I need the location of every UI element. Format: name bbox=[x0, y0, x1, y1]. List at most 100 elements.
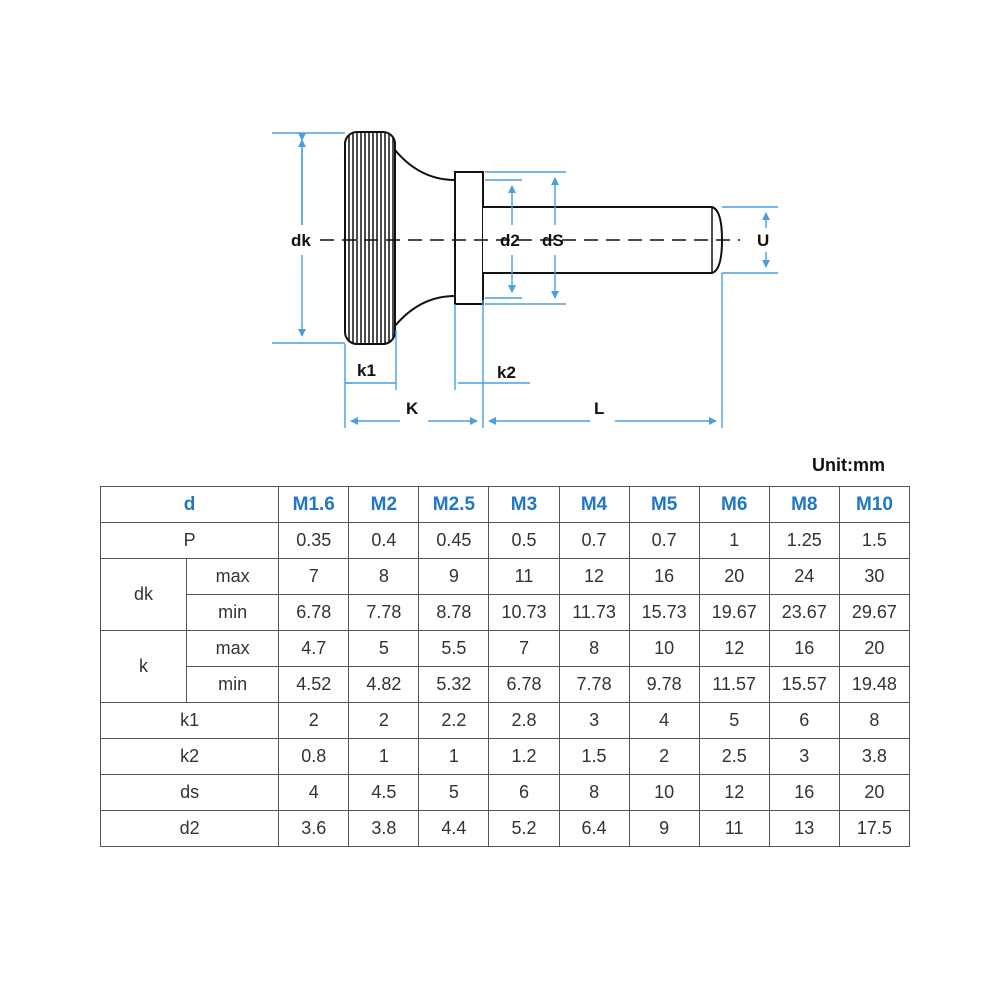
table-cell: 16 bbox=[768, 630, 840, 667]
table-cell: 4 bbox=[278, 774, 350, 811]
table-cell: 30 bbox=[838, 558, 911, 595]
table-cell: 13 bbox=[768, 810, 840, 847]
table-cell: 16 bbox=[768, 774, 840, 811]
table-cell: 5.32 bbox=[418, 666, 490, 703]
row-label: k bbox=[99, 630, 188, 703]
size-header: M3 bbox=[488, 486, 560, 523]
table-cell: 7 bbox=[488, 630, 560, 667]
table-cell: 4.5 bbox=[348, 774, 420, 811]
table-cell: 2.8 bbox=[488, 702, 560, 739]
table-cell: 3 bbox=[768, 738, 840, 775]
table-cell: 9 bbox=[418, 558, 490, 595]
table-cell: 11.57 bbox=[698, 666, 770, 703]
table-cell: 0.8 bbox=[278, 738, 350, 775]
table-cell: 6.4 bbox=[558, 810, 630, 847]
table-row: ds 4 4.5 5 6 8 10 12 16 20 bbox=[99, 774, 911, 811]
table-cell: 0.4 bbox=[348, 522, 420, 559]
table-cell: 0.45 bbox=[418, 522, 490, 559]
table-cell: 5 bbox=[418, 774, 490, 811]
table-row: k2 0.8 1 1 1.2 1.5 2 2.5 3 3.8 bbox=[99, 738, 911, 775]
row-label: d2 bbox=[99, 810, 280, 847]
row-label: k1 bbox=[99, 702, 280, 739]
sub-label: min bbox=[186, 666, 280, 703]
table-cell: 3.8 bbox=[348, 810, 420, 847]
table-cell: 6.78 bbox=[488, 666, 560, 703]
table-cell: 5 bbox=[348, 630, 420, 667]
table-cell: 8 bbox=[558, 630, 630, 667]
label-K: K bbox=[406, 399, 419, 418]
header-row: d M1.6 M2 M2.5 M3 M4 M5 M6 M8 M10 bbox=[99, 486, 911, 523]
table-cell: 29.67 bbox=[838, 594, 911, 631]
table-cell: 0.7 bbox=[558, 522, 630, 559]
label-dk: dk bbox=[291, 231, 311, 250]
table-cell: 8 bbox=[838, 702, 911, 739]
row-label: P bbox=[99, 522, 280, 559]
table-cell: 8.78 bbox=[418, 594, 490, 631]
table-cell: 7 bbox=[278, 558, 350, 595]
table-cell: 2.5 bbox=[698, 738, 770, 775]
size-header: M8 bbox=[768, 486, 840, 523]
label-ds: dS bbox=[542, 231, 564, 250]
size-header: M2 bbox=[348, 486, 420, 523]
table-cell: 1 bbox=[348, 738, 420, 775]
table-cell: 1 bbox=[698, 522, 770, 559]
spec-table: d M1.6 M2 M2.5 M3 M4 M5 M6 M8 M10 P 0.35… bbox=[99, 486, 911, 847]
unit-label: Unit:mm bbox=[812, 455, 885, 475]
table-cell: 15.73 bbox=[628, 594, 700, 631]
table-cell: 0.35 bbox=[278, 522, 350, 559]
table-cell: 0.7 bbox=[628, 522, 700, 559]
table-cell: 4 bbox=[628, 702, 700, 739]
sub-label: max bbox=[186, 558, 280, 595]
row-label: ds bbox=[99, 774, 280, 811]
size-header: M5 bbox=[628, 486, 700, 523]
table-cell: 3 bbox=[558, 702, 630, 739]
table-cell: 10 bbox=[628, 630, 700, 667]
label-k2: k2 bbox=[497, 363, 516, 382]
table-cell: 7.78 bbox=[348, 594, 420, 631]
table-cell: 1.25 bbox=[768, 522, 840, 559]
table-cell: 6.78 bbox=[278, 594, 350, 631]
sub-label: min bbox=[186, 594, 280, 631]
sub-label: max bbox=[186, 630, 280, 667]
table-row: min 6.78 7.78 8.78 10.73 11.73 15.73 19.… bbox=[101, 594, 911, 631]
table-cell: 20 bbox=[838, 630, 911, 667]
table-cell: 4.7 bbox=[278, 630, 350, 667]
table-cell: 9 bbox=[628, 810, 700, 847]
table-cell: 10.73 bbox=[488, 594, 560, 631]
table-cell: 12 bbox=[698, 774, 770, 811]
table-cell: 11 bbox=[698, 810, 770, 847]
table-row: k max 4.7 5 5.5 7 8 10 12 16 20 bbox=[99, 630, 911, 703]
table-cell: 5.2 bbox=[488, 810, 560, 847]
table-cell: 1.2 bbox=[488, 738, 560, 775]
table-cell: 2 bbox=[628, 738, 700, 775]
size-header: M4 bbox=[558, 486, 630, 523]
table-cell: 2 bbox=[278, 702, 350, 739]
table-cell: 6 bbox=[488, 774, 560, 811]
label-L: L bbox=[594, 399, 604, 418]
table-cell: 8 bbox=[348, 558, 420, 595]
table-row: min 4.52 4.82 5.32 6.78 7.78 9.78 11.57 … bbox=[101, 666, 911, 703]
thumb-screw-drawing: dk d2 dS U k1 k2 K L bbox=[272, 131, 778, 428]
shoulder bbox=[454, 171, 484, 305]
table-cell: 0.5 bbox=[488, 522, 560, 559]
table-cell: 1 bbox=[418, 738, 490, 775]
table-cell: 3.6 bbox=[278, 810, 350, 847]
row-label: k2 bbox=[99, 738, 280, 775]
table-cell: 4.4 bbox=[418, 810, 490, 847]
table-cell: 4.52 bbox=[278, 666, 350, 703]
table-cell: 5.5 bbox=[418, 630, 490, 667]
label-u: U bbox=[757, 231, 769, 250]
table-cell: 4.82 bbox=[348, 666, 420, 703]
table-cell: 7.78 bbox=[558, 666, 630, 703]
size-header: M6 bbox=[698, 486, 770, 523]
table-cell: 2.2 bbox=[418, 702, 490, 739]
table-cell: 11.73 bbox=[558, 594, 630, 631]
table-cell: 10 bbox=[628, 774, 700, 811]
table-cell: 12 bbox=[558, 558, 630, 595]
table-row: dk max 7 8 9 11 12 16 20 24 30 bbox=[99, 558, 911, 631]
table-cell: 3.8 bbox=[838, 738, 911, 775]
dimension-lines bbox=[272, 132, 778, 428]
table-cell: 16 bbox=[628, 558, 700, 595]
table-cell: 19.67 bbox=[698, 594, 770, 631]
table-cell: 23.67 bbox=[768, 594, 840, 631]
